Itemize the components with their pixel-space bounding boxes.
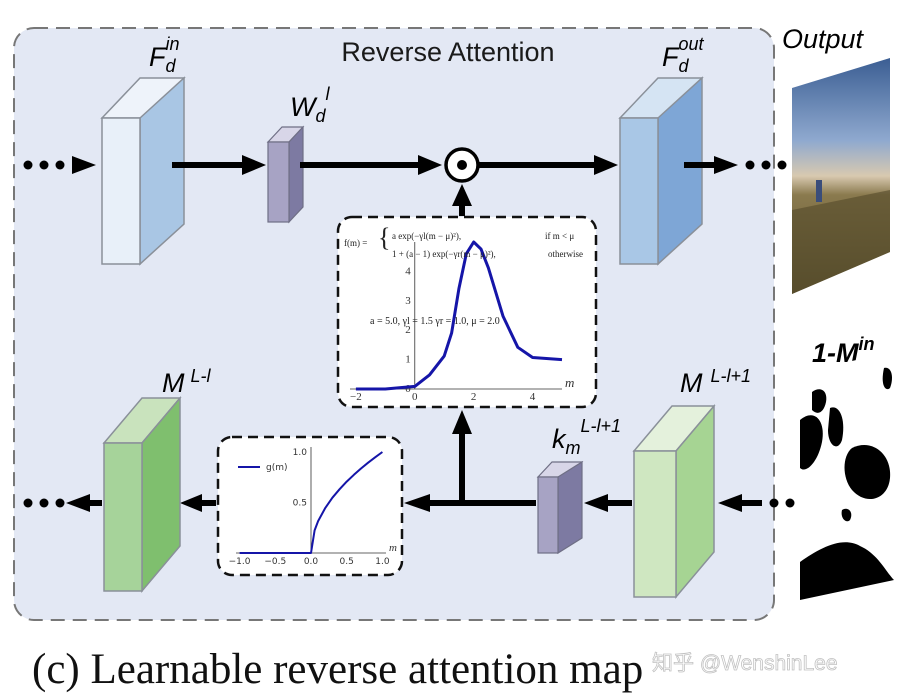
x-tick-label: −2: [350, 391, 362, 403]
y-tick-label: 1: [405, 354, 411, 366]
x-tick-label: 4: [530, 391, 536, 403]
m-left-block: [102, 395, 182, 594]
x-tick-label: 0.0: [304, 557, 319, 567]
svg-text:{: {: [378, 223, 390, 252]
f-formula: f(m) = { a exp(−γl(m − μ)²), if m < μ 1 …: [344, 223, 583, 327]
x-axis-label: m: [565, 375, 574, 390]
x-tick-label: −0.5: [264, 557, 286, 567]
k-label: kmL-l+1: [552, 416, 621, 458]
output-label: Output: [782, 24, 865, 54]
svg-text:otherwise: otherwise: [548, 249, 583, 259]
panel-title: Reverse Attention: [341, 37, 554, 67]
watermark: 知乎 @WenshinLee: [652, 652, 838, 675]
elementwise-product-icon: [444, 147, 480, 183]
svg-text:a exp(−γl(m − μ)²),: a exp(−γl(m − μ)²),: [392, 231, 461, 241]
g-plot-box: [216, 435, 404, 577]
m-right-block: [632, 403, 716, 600]
input-dots-top: [23, 156, 96, 174]
w-block: [266, 125, 305, 224]
k-block: [536, 460, 584, 555]
f-plot: −2 0 2 4 0 1 2 3 4 m: [350, 240, 574, 403]
figure-caption: (c) Learnable reverse attention map: [32, 646, 643, 693]
series-line: [355, 240, 563, 391]
svg-text:if m < μ: if m < μ: [545, 231, 574, 241]
series-line: [239, 451, 383, 554]
y-tick-label: 4: [405, 265, 411, 277]
g-plot: −1.0 −0.5 0.0 0.5 1.0 0.5 1.0 m g(m): [229, 447, 397, 567]
y-tick-label: 3: [405, 295, 411, 307]
f-plot-box: [336, 215, 598, 409]
y-tick-label: 2: [405, 324, 411, 336]
y-tick-label: 0: [405, 383, 411, 395]
x-tick-label: 0: [412, 391, 418, 403]
x-axis-label: m: [389, 542, 397, 554]
svg-text:1 + (a − 1) exp(−γr(m − μ)²),: 1 + (a − 1) exp(−γr(m − μ)²),: [392, 249, 496, 259]
x-tick-label: 2: [471, 391, 477, 403]
f-out-block: [618, 76, 704, 266]
svg-text:f(m) =: f(m) =: [344, 238, 367, 248]
x-tick-label: 1.0: [375, 557, 390, 567]
f-in-label: Fdin: [149, 34, 180, 76]
w-label: Wdl: [290, 84, 331, 126]
y-tick-label: 0.5: [293, 499, 307, 509]
svg-text:a = 5.0, γl = 1.5 γr = 1.0,: a = 5.0, γl = 1.5 γr = 1.0, μ = 2.0: [370, 316, 500, 327]
legend-label: g(m): [266, 463, 288, 473]
f-out-label: Fdout: [662, 34, 705, 76]
f-in-block: [100, 76, 186, 266]
x-tick-label: 0.5: [340, 557, 354, 567]
output-dots-top: [684, 156, 787, 174]
output-image: [792, 58, 890, 294]
mask-image: [800, 352, 894, 600]
x-tick-label: −1.0: [229, 557, 251, 567]
output-dots-bottom: [23, 494, 102, 512]
y-tick-label: 1.0: [293, 448, 308, 458]
